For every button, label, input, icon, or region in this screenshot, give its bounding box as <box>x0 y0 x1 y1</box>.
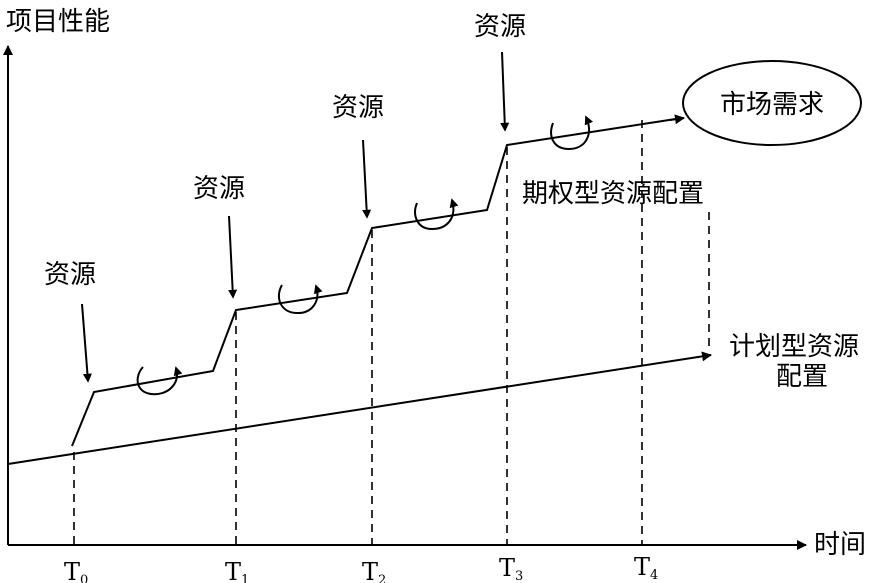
tick-label-t1: T1 <box>225 558 249 583</box>
svg-text:T0: T0 <box>64 558 88 583</box>
x-axis-label: 时间 <box>814 530 866 560</box>
svg-text:T2: T2 <box>362 558 386 583</box>
option-allocation-line <box>71 117 683 447</box>
resource-label-1: 资源 <box>44 260 96 290</box>
svg-text:T1: T1 <box>225 558 249 583</box>
resource-label-2: 资源 <box>193 174 245 204</box>
resource-arrow-3 <box>362 139 372 219</box>
resource-arrow-2 <box>228 215 238 299</box>
planned-allocation-label-line2: 配置 <box>776 362 828 392</box>
tick-label-t0: T0 <box>64 558 88 583</box>
cycle-arrow-icon <box>414 198 459 231</box>
tick-label-t3: T3 <box>499 554 523 583</box>
option-allocation-arrow <box>669 114 685 125</box>
planned-allocation-line <box>7 351 712 465</box>
cycle-arrow-icon <box>550 115 594 151</box>
option-allocation-label: 期权型资源配置 <box>522 179 704 209</box>
resource-arrow-4 <box>500 51 510 132</box>
planned-allocation-label-line1: 计划型资源 <box>729 332 859 362</box>
svg-text:T3: T3 <box>499 554 523 583</box>
tick-label-t2: T2 <box>362 558 386 583</box>
y-axis-label: 项目性能 <box>6 7 110 37</box>
resource-label-3: 资源 <box>332 93 384 123</box>
cycle-arrow-icon <box>136 366 183 396</box>
resource-label-4: 资源 <box>474 12 526 42</box>
market-demand-ellipse <box>682 60 862 146</box>
svg-text:T4: T4 <box>634 553 658 583</box>
market-demand-label: 市场需求 <box>720 90 824 120</box>
resource-arrow-1 <box>81 303 92 383</box>
tick-label-t4: T4 <box>634 553 658 583</box>
cycle-arrow-icon <box>277 284 323 315</box>
